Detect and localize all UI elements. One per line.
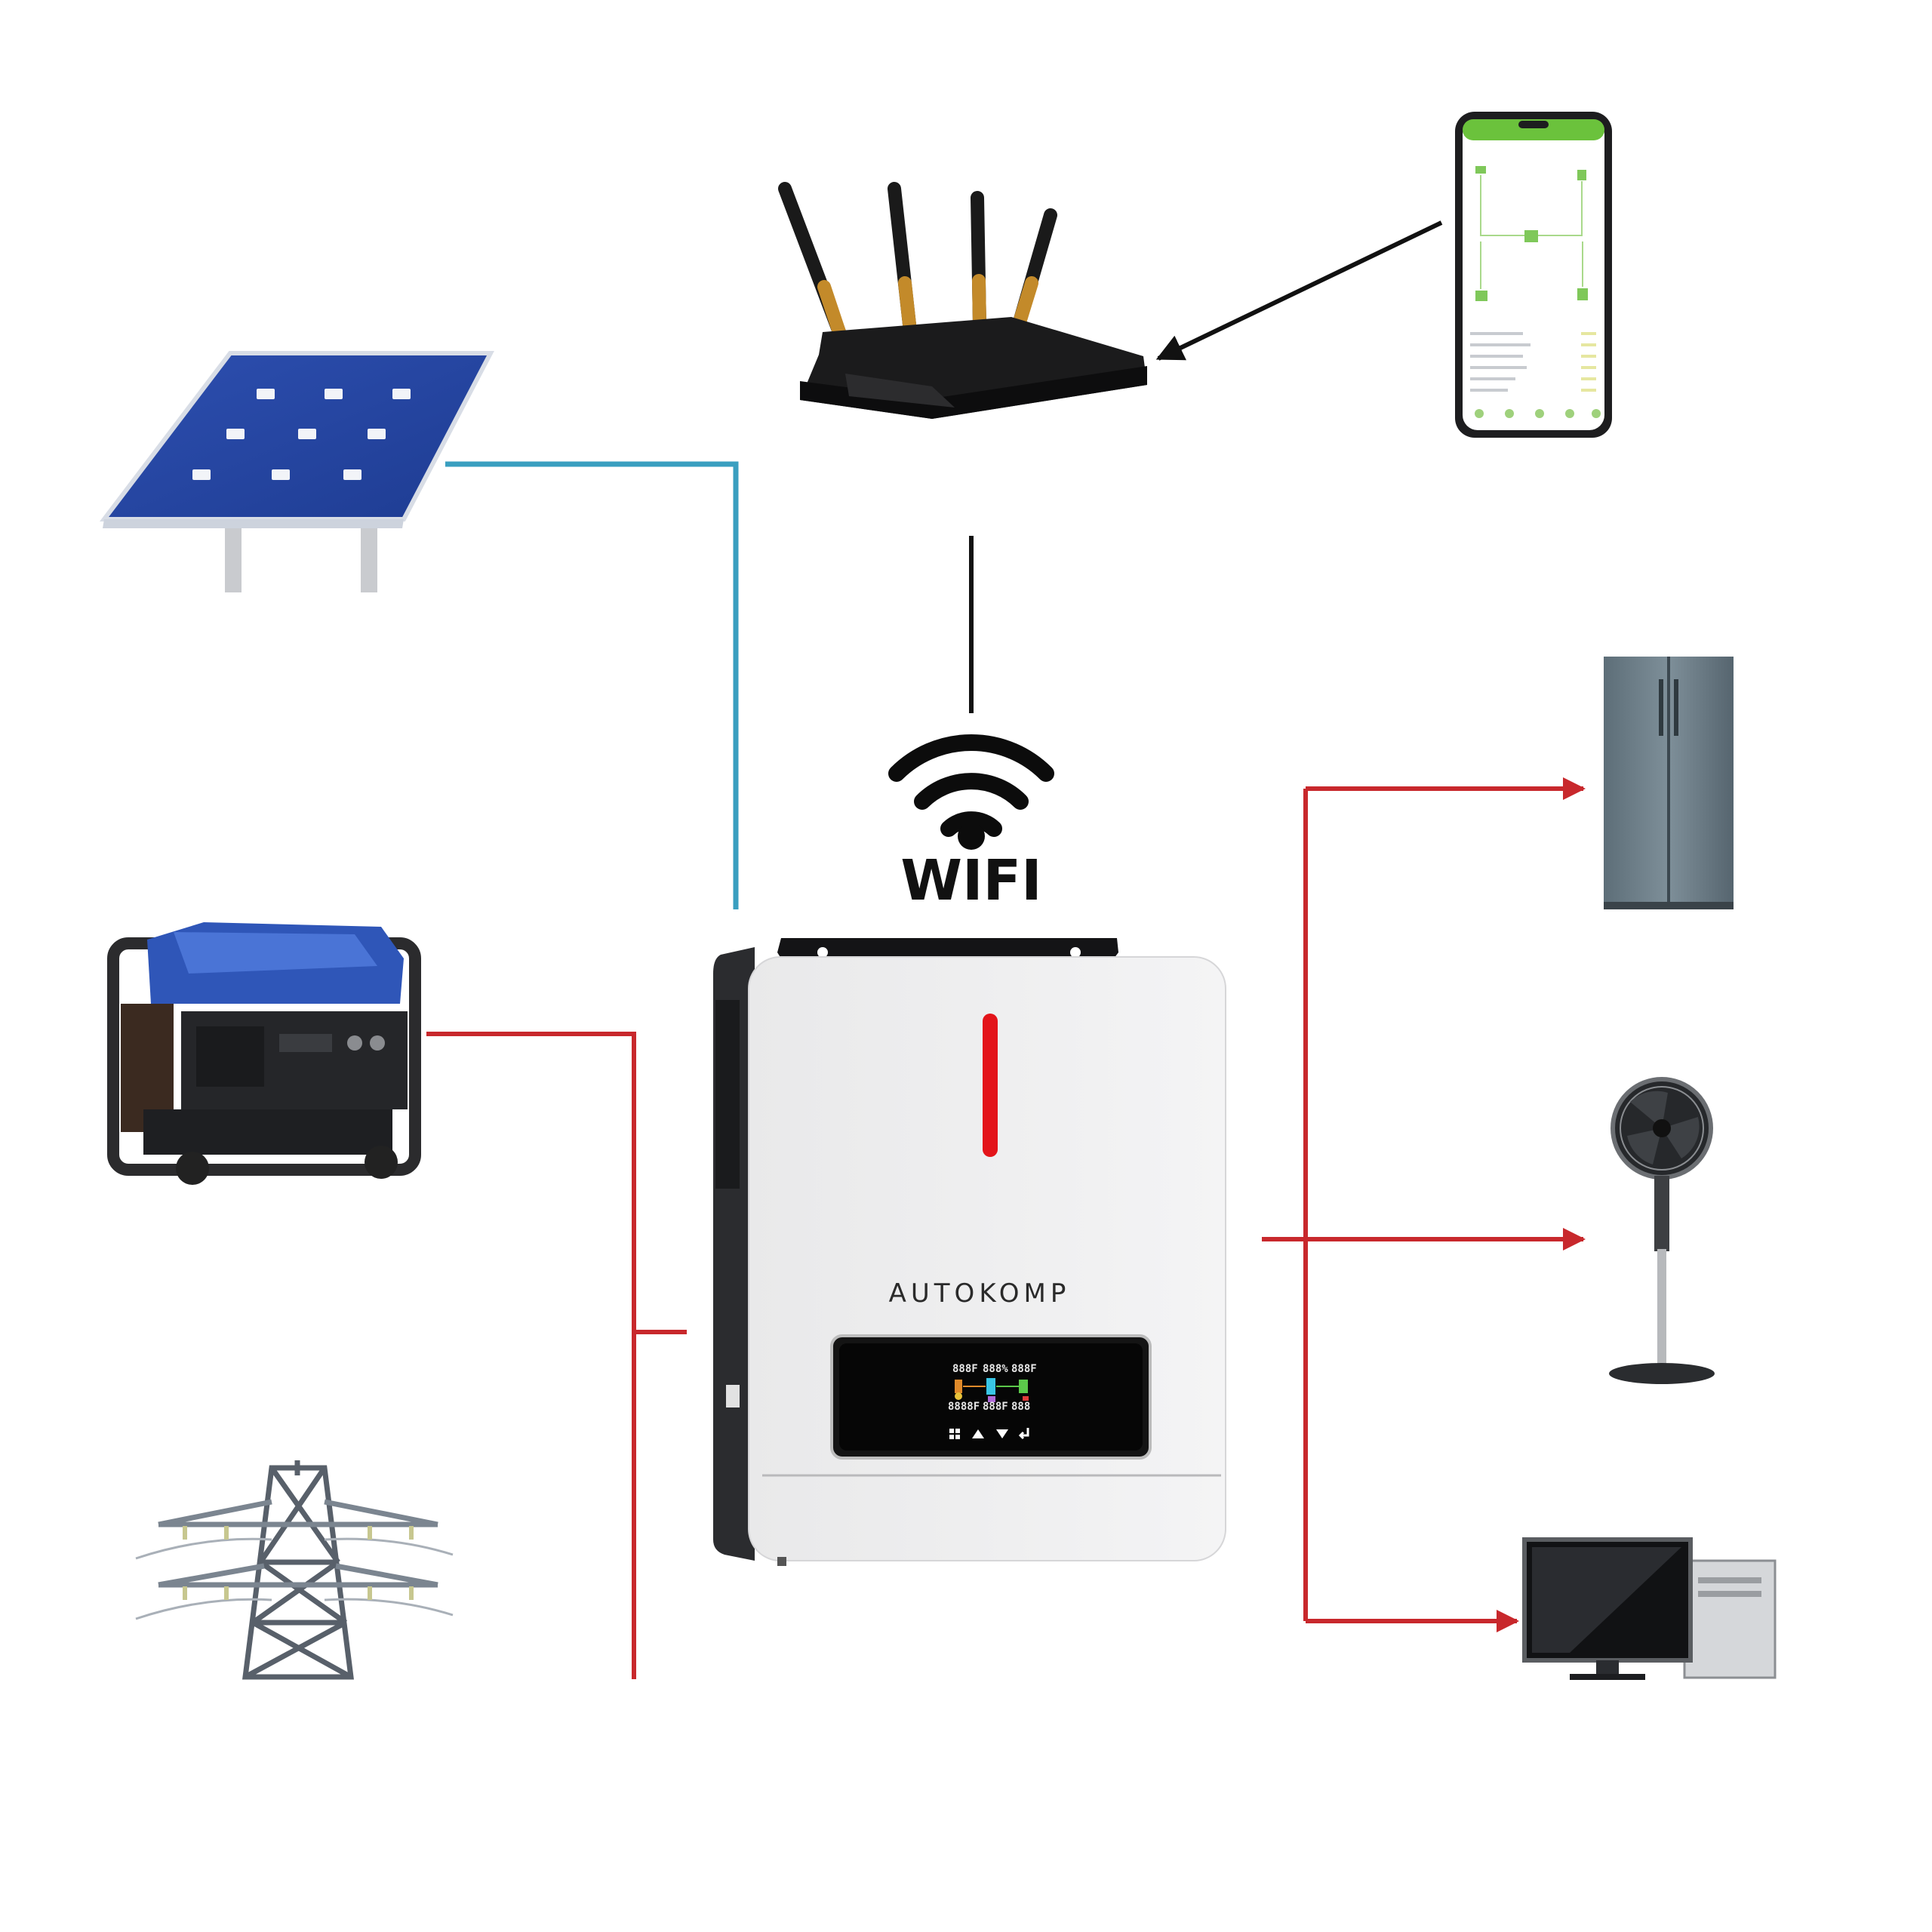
smartphone-icon	[1455, 112, 1612, 438]
phone-router-arrow	[1155, 220, 1443, 361]
solar-line	[445, 461, 739, 909]
generator-line	[426, 1032, 636, 1679]
status-led	[983, 1014, 998, 1157]
display-menu-button[interactable]	[949, 1429, 960, 1439]
display-down-button[interactable]	[996, 1429, 1008, 1438]
inverter-unit: AUTOKOMP 888F 888% 888F 8888F 888F 888	[713, 938, 1226, 1566]
lcd-reading-5: 888F	[983, 1401, 1008, 1413]
inverter-brand-label: AUTOKOMP	[889, 1278, 1071, 1309]
lcd-reading-2: 888%	[983, 1363, 1008, 1375]
lcd-reading-4: 8888F	[948, 1401, 980, 1413]
computer-icon	[1522, 1537, 1777, 1680]
display-enter-button[interactable]	[1018, 1428, 1029, 1440]
router-icon	[778, 182, 1147, 419]
display-up-button[interactable]	[972, 1429, 984, 1438]
connection-lines	[426, 220, 1586, 1679]
fan-icon	[1609, 1077, 1715, 1384]
wifi-label: WIFI	[900, 848, 1041, 913]
lcd-reading-1: 888F	[952, 1363, 978, 1375]
refrigerator-icon	[1604, 657, 1734, 909]
power-grid-icon	[135, 1460, 454, 1680]
lcd-reading-3: 888F	[1011, 1363, 1037, 1375]
wifi-icon	[888, 734, 1054, 850]
lcd-reading-6: 888	[1011, 1401, 1030, 1413]
generator-icon	[107, 922, 421, 1185]
solar-panel-icon	[99, 351, 494, 592]
